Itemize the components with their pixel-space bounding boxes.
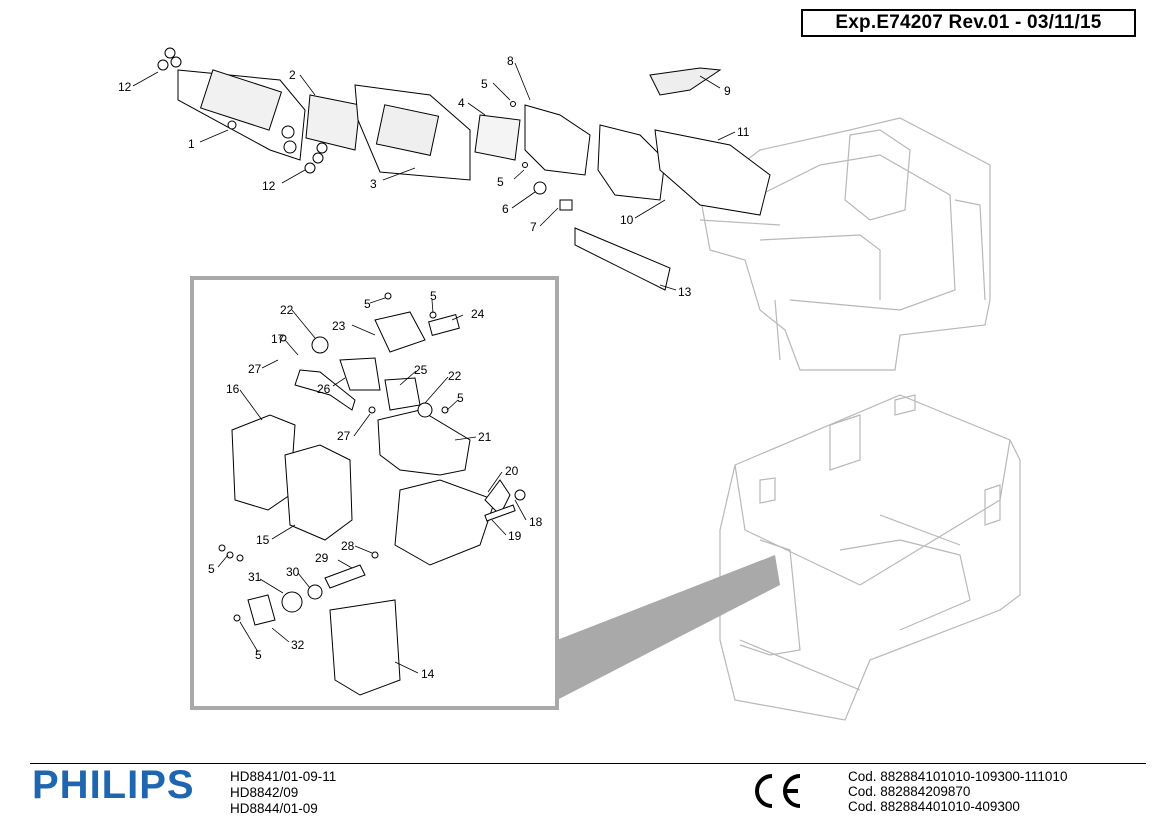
model-list: HD8841/01-09-11 HD8842/09 HD8844/01-09 [230,769,336,817]
callout-26: 26 [317,382,331,396]
model-item: HD8841/01-09-11 [230,769,337,784]
control-panel-parts [157,47,771,291]
machine-chassis-outline [699,117,991,371]
ce-mark-icon [755,774,801,808]
callout-1: 1 [188,137,195,151]
callout-22: 22 [448,369,462,383]
callout-7: 7 [530,220,537,234]
footer-divider [30,763,1146,764]
callout-5: 5 [481,77,488,91]
document-reference: Exp.E74207 Rev.01 - 03/11/15 [801,9,1136,37]
callout-5: 5 [497,175,504,189]
callout-17: 17 [271,332,285,346]
callout-20: 20 [505,464,519,478]
callout-21: 21 [478,430,492,444]
callout-27: 27 [337,429,351,443]
callout-16: 16 [226,382,240,396]
detail-frame [190,276,559,710]
brand-logo: PHILIPS [32,763,195,807]
detail-pointer [557,555,780,700]
callout-8: 8 [507,54,514,68]
callout-30: 30 [286,565,300,579]
callout-32: 32 [291,638,305,652]
callout-3: 3 [370,177,377,191]
code-item: Cod. 882884101010-109300-111010 [848,769,1068,784]
model-item: HD8844/01-09 [230,801,318,816]
callout-19: 19 [508,529,522,543]
callout-29: 29 [315,551,329,565]
code-item: Cod. 882884401010-409300 [848,799,1020,814]
code-list: Cod. 882884101010-109300-111010 Cod. 882… [848,769,1067,814]
brew-group-parts [218,292,526,696]
callout-12: 12 [262,179,276,193]
callout-18: 18 [529,515,543,529]
callout-9: 9 [724,84,731,98]
callout-5: 5 [364,297,371,311]
exploded-view-drawing: 12 2 1 12 3 4 5 5 8 9 11 10 6 7 13 22 17… [118,47,1021,721]
callout-10: 10 [620,213,634,227]
callout-28: 28 [341,539,355,553]
callout-4: 4 [458,96,465,110]
callout-23: 23 [332,319,346,333]
code-item: Cod. 882884209870 [848,784,971,799]
callout-12: 12 [118,80,132,94]
callout-11: 11 [737,125,750,139]
callout-22: 22 [280,303,294,317]
callout-5: 5 [430,289,437,303]
callout-25: 25 [414,363,428,377]
machine-base-outline [719,394,1021,721]
model-item: HD8842/09 [230,785,299,800]
callout-14: 14 [421,667,435,681]
callout-labels: 12 2 1 12 3 4 5 5 8 9 11 10 6 7 13 22 17… [118,54,750,681]
callout-6: 6 [502,202,509,216]
callout-2: 2 [289,68,296,82]
callout-15: 15 [256,533,270,547]
callout-5: 5 [255,648,262,662]
callout-5: 5 [208,562,215,576]
leader-lines [132,62,736,674]
callout-27: 27 [248,362,262,376]
callout-13: 13 [678,285,692,299]
callout-31: 31 [248,570,262,584]
callout-24: 24 [471,307,485,321]
callout-5: 5 [457,391,464,405]
